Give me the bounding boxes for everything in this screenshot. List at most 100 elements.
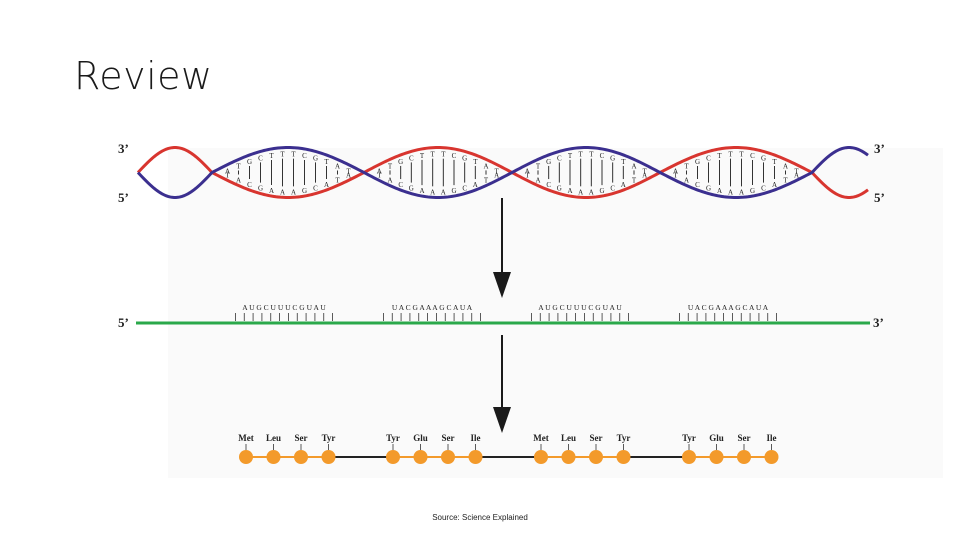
amino-acid-label: Leu (266, 433, 281, 443)
dna-base-letter: A (324, 181, 329, 189)
dna-base-letter: G (750, 187, 755, 195)
mrna-segment-label: U A C G A A A G C A U A (688, 303, 769, 312)
amino-acid-bead (469, 450, 483, 464)
amino-acid-bead (617, 450, 631, 464)
dna-base-letter: G (409, 185, 414, 193)
dna-base-letter: A (783, 162, 788, 170)
dna-label-left-bottom: 5’ (118, 190, 129, 205)
mrna-label-right: 3’ (873, 315, 884, 330)
mrna-segment-label: A U G C U U U C G U A U (538, 303, 622, 312)
dna-base-letter: G (599, 187, 604, 195)
dna-base-letter: A (494, 171, 499, 179)
dna-base-letter: C (462, 185, 467, 193)
amino-acid-label: Leu (561, 433, 576, 443)
amino-acid-bead (294, 450, 308, 464)
dna-base-letter: C (409, 154, 414, 162)
dna-base-letter: G (451, 187, 456, 195)
dna-base-letter: A (387, 177, 392, 185)
dna-base-letter: C (557, 154, 562, 162)
dna-base-letter: A (772, 181, 777, 189)
dna-base-letter: C (600, 152, 605, 160)
dna-base-letter: T (431, 151, 436, 159)
dna-base-letter: G (462, 154, 467, 162)
mrna-segment-label: A U G C U U U C G U A U (242, 303, 326, 312)
dna-base-letter: G (695, 158, 700, 166)
dna-base-letter: T (441, 151, 446, 159)
dna-base-letter: C (706, 154, 711, 162)
dna-base-letter: A (578, 188, 583, 196)
amino-acid-label: Glu (413, 433, 428, 443)
dna-base-letter: C (258, 154, 263, 162)
dna-base-letter: T (568, 152, 573, 160)
dna-base-letter: G (313, 154, 318, 162)
dna-base-letter: C (610, 185, 615, 193)
polypeptide-chains: MetLeuSerTyrTyrGluSerIleMetLeuSerTyrTyrG… (238, 433, 778, 464)
dna-base-letter: A (419, 187, 424, 195)
dna-base-letter: T (236, 162, 241, 170)
dna-base-letter: C (398, 181, 403, 189)
amino-acid-label: Ser (295, 433, 308, 443)
amino-acid-label: Tyr (386, 433, 400, 443)
dna-base-letter: A (642, 171, 647, 179)
dna-base-letter: G (610, 154, 615, 162)
dna-base-letter: T (579, 151, 584, 159)
dna-base-letter: T (388, 162, 393, 170)
amino-acid-bead (682, 450, 696, 464)
dna-base-letter: A (717, 187, 722, 195)
dna-base-letter: T (291, 151, 296, 159)
dna-base-letter: T (739, 151, 744, 159)
dna-base-letter: A (291, 188, 296, 196)
dna-base-letter: A (335, 162, 340, 170)
mrna-segment-label: U A C G A A A G C A U A (392, 303, 473, 312)
dna-base-letter: T (324, 158, 329, 166)
dna-base-letter: A (535, 177, 540, 185)
dna-base-letter: A (631, 162, 636, 170)
dna-base-letter: A (739, 188, 744, 196)
dna-base-letter: G (398, 158, 403, 166)
amino-acid-bead (386, 450, 400, 464)
dna-base-letter: T (621, 158, 626, 166)
amino-acid-bead (562, 450, 576, 464)
amino-acid-label: Ile (471, 433, 481, 443)
dna-base-letter: T (484, 177, 489, 185)
source-caption: Source: Science Explained (0, 513, 960, 522)
dna-base-letter: A (430, 188, 435, 196)
amino-acid-bead (737, 450, 751, 464)
amino-acid-bead (441, 450, 455, 464)
amino-acid-label: Ser (590, 433, 603, 443)
amino-acid-bead (267, 450, 281, 464)
dna-base-letter: G (706, 185, 711, 193)
amino-acid-bead (765, 450, 779, 464)
dna-base-letter: A (567, 187, 572, 195)
amino-acid-label: Tyr (682, 433, 696, 443)
dna-base-letter: T (377, 171, 382, 179)
dna-base-letter: G (546, 158, 551, 166)
dna-base-letter: A (236, 177, 241, 185)
translation-arrow (493, 335, 511, 433)
dna-base-letter: T (684, 162, 689, 170)
dna-base-letter: T (717, 152, 722, 160)
dna-base-letter: T (589, 151, 594, 159)
dna-label-right-top: 3’ (874, 141, 885, 156)
dna-base-letter: T (783, 177, 788, 185)
transcription-arrow (493, 198, 511, 298)
dna-base-letter: A (794, 171, 799, 179)
dna-base-letter: C (546, 181, 551, 189)
dna-base-letter: A (684, 177, 689, 185)
dna-base-letter: C (695, 181, 700, 189)
dna-base-letter: G (761, 154, 766, 162)
amino-acid-bead (710, 450, 724, 464)
dna-base-letter: T (280, 151, 285, 159)
dna-base-letter: T (728, 151, 733, 159)
dna-base-letter: C (452, 152, 457, 160)
dna-base-letter: T (772, 158, 777, 166)
dna-base-letter: A (269, 187, 274, 195)
amino-acid-bead (239, 450, 253, 464)
dna-base-letter: T (225, 171, 230, 179)
dna-base-letter: T (473, 158, 478, 166)
dna-base-letter: C (313, 185, 318, 193)
dna-base-letter: A (483, 162, 488, 170)
amino-acid-bead (322, 450, 336, 464)
